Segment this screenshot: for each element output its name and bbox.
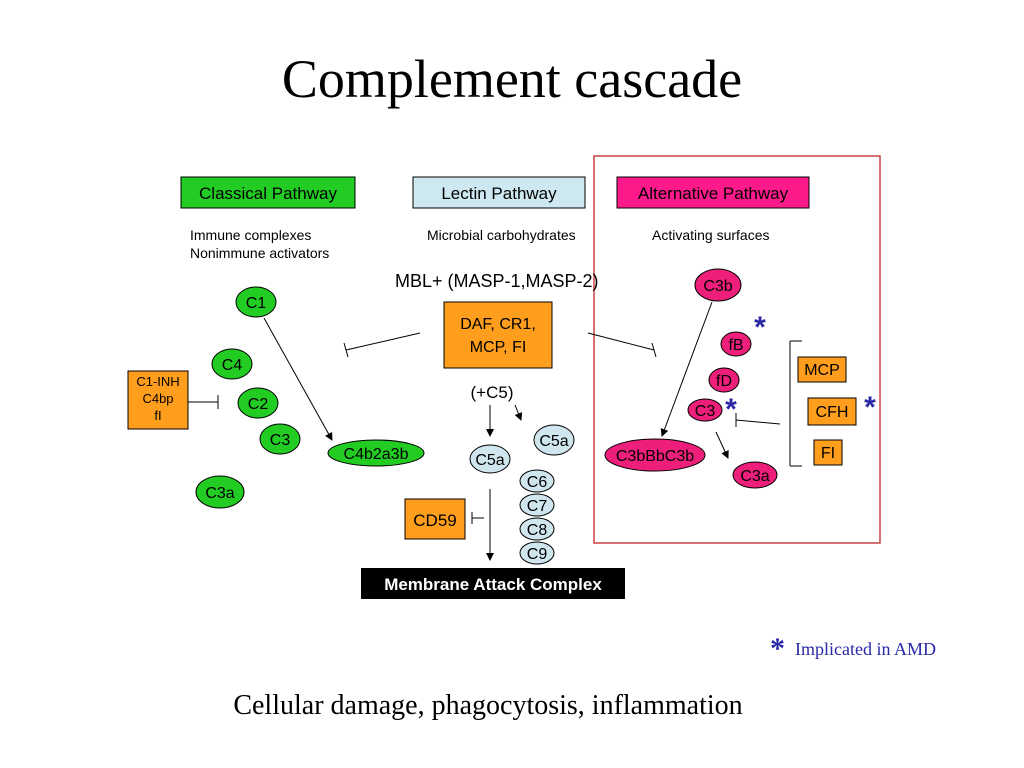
svg-text:MCP, FI: MCP, FI	[470, 339, 527, 356]
inhibit-alt-regulators-to-c3	[735, 413, 781, 427]
node-c1: C1	[235, 286, 277, 318]
svg-text:C2: C2	[248, 396, 269, 413]
svg-text:C5a: C5a	[539, 433, 568, 450]
svg-text:C5a: C5a	[475, 452, 504, 469]
node-c6: C6	[519, 469, 555, 493]
slide-title: Complement cascade	[281, 49, 743, 109]
node-c7: C7	[519, 493, 555, 517]
amd-marker-c3: *	[725, 393, 737, 426]
arrow-c3b-to-c3bbbc3b	[660, 301, 713, 437]
amd-legend: * Implicated in AMD	[770, 632, 936, 666]
regulator-mcp: MCP	[797, 356, 847, 383]
svg-text:C4bp: C4bp	[142, 391, 173, 406]
arrow-c1-to-c4b2a3b	[263, 317, 333, 441]
svg-text:C4: C4	[222, 357, 243, 374]
alternative-desc-1: Activating surfaces	[652, 227, 770, 243]
regulator-box-center: DAF, CR1, MCP, FI	[443, 301, 553, 369]
regulator-fi: FI	[813, 439, 843, 466]
svg-text:C7: C7	[527, 498, 548, 515]
node-c9: C9	[519, 541, 555, 565]
node-c8: C8	[519, 517, 555, 541]
node-c4: C4	[211, 348, 253, 380]
svg-text:C6: C6	[527, 474, 548, 491]
alternative-pathway-header: Alternative Pathway	[616, 176, 810, 209]
svg-text:C3b: C3b	[703, 278, 732, 295]
svg-text:C3: C3	[695, 403, 716, 420]
svg-text:CD59: CD59	[413, 511, 456, 530]
svg-text:C8: C8	[527, 522, 548, 539]
amd-star-icon: *	[770, 632, 785, 665]
svg-text:DAF, CR1,: DAF, CR1,	[460, 316, 536, 333]
lectin-pathway-header: Lectin Pathway	[412, 176, 586, 209]
alternative-pathway-label: Alternative Pathway	[638, 184, 789, 203]
svg-text:C3a: C3a	[740, 468, 769, 485]
node-c5a-right: C5a	[533, 424, 575, 456]
svg-text:fB: fB	[728, 337, 743, 354]
regulator-cd59: CD59	[404, 498, 466, 540]
inhibit-center-to-alternative	[587, 332, 657, 358]
lectin-mbl: MBL+ (MASP-1,MASP-2)	[395, 271, 599, 291]
alternative-pathway-frame	[593, 155, 881, 544]
classical-desc-2: Nonimmune activators	[190, 245, 329, 261]
svg-text:C3a: C3a	[205, 485, 234, 502]
node-c3-alternative: C3	[687, 398, 723, 422]
inhibit-left-to-c2	[188, 395, 219, 409]
svg-text:fI: fI	[154, 408, 161, 423]
node-c3a-alternative: C3a	[732, 461, 778, 489]
membrane-attack-complex: Membrane Attack Complex	[361, 568, 625, 599]
svg-text:Membrane Attack Complex: Membrane Attack Complex	[384, 575, 602, 594]
node-c3bbbc3b: C3bBbC3b	[604, 438, 706, 472]
svg-text:C1: C1	[246, 295, 267, 312]
label-plus-c5: (+C5)	[471, 383, 514, 402]
lectin-desc-1: Microbial carbohydrates	[427, 227, 576, 243]
svg-text:CFH: CFH	[816, 404, 849, 421]
arrow-c3-to-c3a	[715, 431, 729, 459]
regulator-cfh: CFH	[807, 397, 857, 426]
inhibit-cd59	[471, 512, 484, 524]
node-c3-classical: C3	[259, 423, 301, 455]
classical-desc-1: Immune complexes	[190, 227, 311, 243]
amd-marker-fb: *	[754, 311, 766, 344]
classical-pathway-header: Classical Pathway	[180, 176, 356, 209]
svg-text:C3: C3	[270, 432, 291, 449]
slide-caption: Cellular damage, phagocytosis, inflammat…	[233, 690, 743, 721]
svg-text:fD: fD	[716, 373, 732, 390]
classical-pathway-label: Classical Pathway	[199, 184, 337, 203]
node-c4b2a3b: C4b2a3b	[327, 439, 425, 467]
arrow-c5-to-c5a-right	[514, 404, 523, 421]
svg-text:C9: C9	[527, 546, 548, 563]
lectin-pathway-label: Lectin Pathway	[441, 184, 557, 203]
svg-text:FI: FI	[821, 445, 835, 462]
node-c2: C2	[237, 387, 279, 419]
inhibit-center-to-classical	[343, 332, 421, 358]
amd-legend-text: Implicated in AMD	[795, 638, 936, 659]
node-c3a-classical: C3a	[195, 475, 245, 509]
regulator-box-left: C1-INH C4bp fI	[127, 370, 189, 430]
node-fb: fB	[720, 331, 752, 357]
svg-text:C4b2a3b: C4b2a3b	[344, 446, 409, 463]
node-c5a-left: C5a	[469, 444, 511, 474]
svg-text:C1-INH: C1-INH	[136, 374, 179, 389]
svg-text:MCP: MCP	[804, 362, 840, 379]
amd-marker-cfh: *	[864, 391, 876, 424]
node-fd: fD	[708, 367, 740, 393]
svg-text:C3bBbC3b: C3bBbC3b	[616, 448, 694, 465]
node-c3b: C3b	[694, 268, 742, 302]
alt-regulator-bracket	[789, 340, 802, 467]
